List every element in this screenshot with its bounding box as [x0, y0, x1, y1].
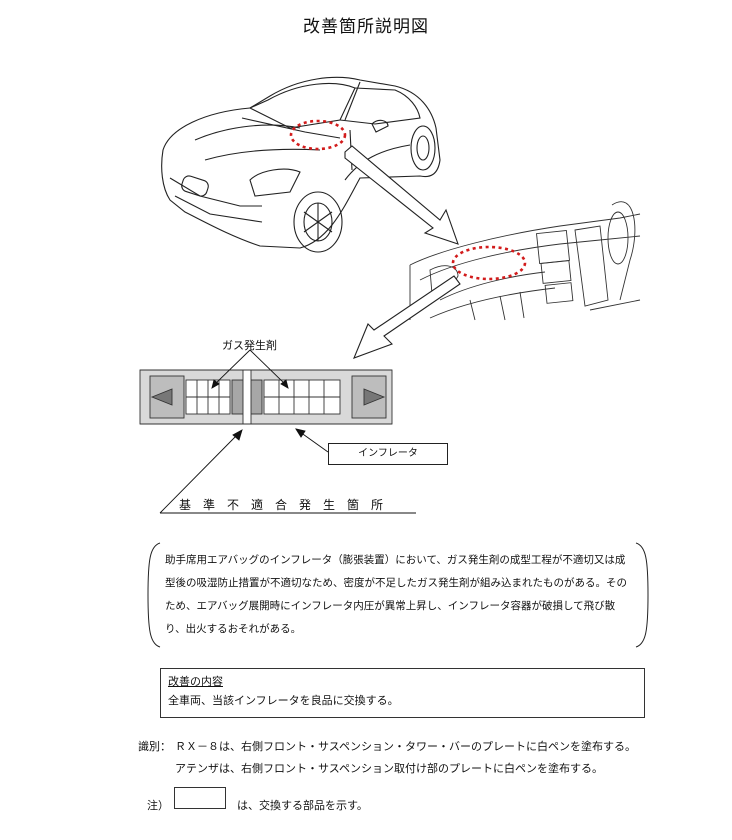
highlight-dashboard [451, 245, 527, 281]
gas-generant-label: ガス発生剤 [222, 339, 277, 352]
arrow-car-to-dashboard [344, 145, 459, 245]
improvement-body: 全車両、当該インフレータを良品に交換する。 [168, 694, 399, 707]
identification-atenza: アテンザは、右側フロント・サスペンション取付け部のプレートに白ペンを塗布する。 [175, 762, 604, 775]
car-illustration [161, 76, 441, 253]
description-bracket [147, 542, 649, 648]
improvement-box [160, 668, 645, 718]
identification-label: 識別： [138, 740, 171, 753]
dashboard-illustration [409, 201, 641, 321]
improvement-heading: 改善の内容 [168, 675, 223, 688]
page-title: 改善箇所説明図 [303, 17, 429, 37]
inflator-diagram [139, 369, 393, 425]
note-legend-box [174, 787, 226, 809]
note-label: 注） [147, 799, 169, 812]
inflator-label: インフレータ [328, 443, 448, 465]
arrow-dashboard-to-inflator [353, 275, 461, 359]
note-text: は、交換する部品を示す。 [237, 799, 368, 812]
gas-label-arrows [211, 349, 289, 389]
defect-description: 助手席用エアバッグのインフレータ（膨張装置）において、ガス発生剤の成型工程が不適… [165, 554, 627, 635]
inflator-label-arrow [295, 428, 329, 453]
highlight-windshield [289, 119, 347, 151]
identification-rx8: ＲＸ－８は、右側フロント・サスペンション・タワー・バーのプレートに白ペンを塗布す… [175, 740, 637, 753]
nonconformity-leader [159, 429, 416, 514]
nonconformity-location-label: 基準不適合発生箇所 [178, 498, 395, 512]
